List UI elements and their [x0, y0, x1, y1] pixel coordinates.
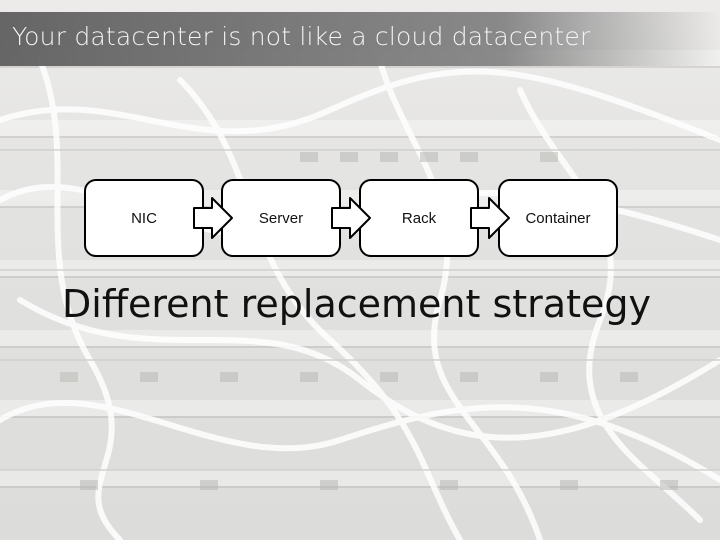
- arrow-right-icon: [470, 197, 510, 239]
- arrow-right-icon: [331, 197, 371, 239]
- headline: Different replacement strategy: [62, 282, 651, 326]
- flow-box-label: Server: [258, 209, 304, 227]
- flow-box-container: Container: [498, 179, 618, 257]
- slide-title: Your datacenter is not like a cloud data…: [12, 22, 591, 51]
- arrow-right-icon: [193, 197, 233, 239]
- flow-box-nic: NIC: [84, 179, 204, 257]
- flow-box-label: NIC: [131, 209, 157, 227]
- flow-box-label: Container: [525, 209, 591, 227]
- title-bar: [0, 12, 720, 66]
- flow-box-rack: Rack: [359, 179, 479, 257]
- flow-box-label: Rack: [401, 209, 437, 227]
- flow-box-server: Server: [221, 179, 341, 257]
